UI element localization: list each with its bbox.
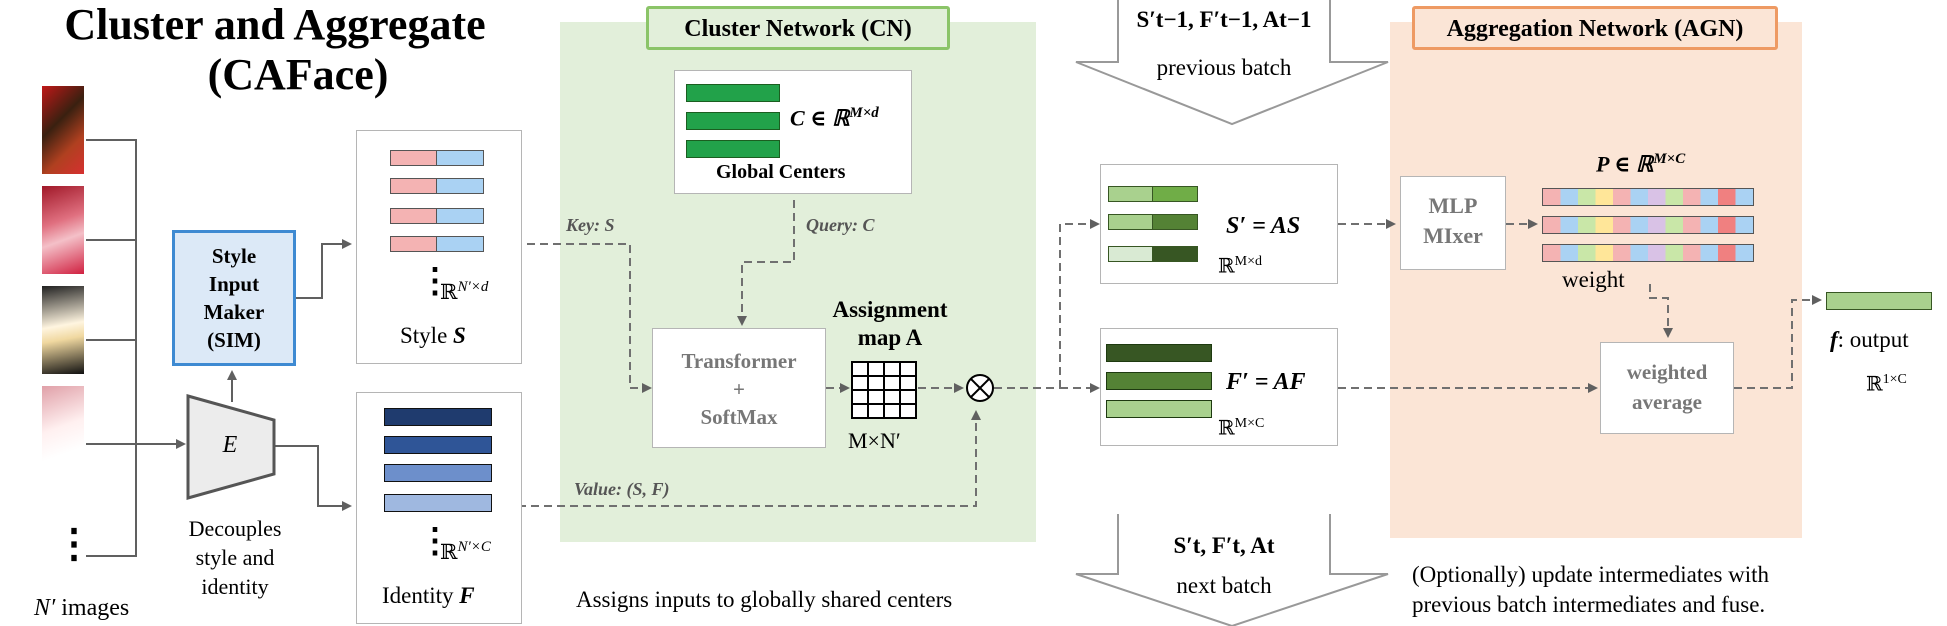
next-batch-vars: S′t, F′t, At (1173, 533, 1275, 558)
style-vector-2 (390, 178, 486, 194)
s-prime-equation: S′ = AS (1226, 213, 1301, 239)
output-label: f: output (1830, 327, 1909, 352)
input-face-image-1 (42, 86, 84, 174)
encoder-caption-line3: identity (201, 574, 269, 599)
mlp-mixer-box: MLP MIxer (1400, 176, 1506, 270)
style-label: Style S (400, 323, 466, 348)
style-vector-4 (390, 236, 486, 252)
weight-row-1 (1542, 188, 1754, 206)
sim-line4: (SIM) (207, 328, 261, 352)
center-vector-3 (686, 140, 780, 158)
diagram-title: Cluster and Aggregate (CAFace) (0, 0, 550, 100)
wavg-line2: average (1632, 390, 1702, 414)
multiply-operator: ⊗ (0, 0, 1, 1)
centers-equation: C ∈ ℝM×d (790, 105, 879, 131)
assignment-dim: M×N′ (848, 428, 901, 453)
center-vector-1 (686, 84, 780, 102)
transformer-line3: SoftMax (700, 405, 778, 429)
style-vector-3 (390, 208, 486, 224)
s-prime-vector-2 (1108, 214, 1198, 230)
input-dots: ⋮ (54, 521, 94, 566)
f-prime-vector-3 (1106, 400, 1212, 418)
sim-line1: Style (211, 244, 257, 268)
weighted-average-box: weighted average (1600, 342, 1734, 434)
aggregation-network-title: Aggregation Network (AGN) (1412, 6, 1778, 50)
style-vector-1 (390, 150, 486, 166)
identity-vector-1 (384, 408, 492, 426)
diagram-title-line2: (CAFace) (207, 50, 389, 99)
aggregation-network-panel (1390, 22, 1802, 538)
weight-label: weight (1562, 267, 1625, 292)
output-dim: ℝ1×C (1866, 372, 1907, 396)
style-input-maker-box: Style Input Maker (SIM) (172, 230, 296, 366)
assignment-map-title: Assignment map A (820, 296, 960, 352)
mlp-line2: MIxer (1423, 223, 1483, 248)
transformer-softmax-box: Transformer + SoftMax (652, 328, 826, 448)
encoder-caption-line1: Decouples (188, 516, 282, 541)
identity-vector-2 (384, 436, 492, 454)
identity-vector-4 (384, 494, 492, 512)
identity-dots: ⋮ (418, 523, 452, 560)
mlp-line1: MLP (1428, 193, 1478, 218)
next-batch-label: next batch (1176, 573, 1272, 598)
encoder-symbol: E (222, 432, 238, 458)
s-prime-vector-1 (1108, 186, 1198, 202)
output-vector (1826, 292, 1932, 310)
sim-line2: Input (208, 272, 260, 296)
sim-line3: Maker (203, 300, 265, 324)
assignment-line2: map A (857, 325, 923, 350)
transformer-line1: Transformer (681, 349, 797, 373)
identity-dim: ℝN′×C (440, 539, 491, 564)
weight-row-2 (1542, 216, 1754, 234)
input-face-image-4 (42, 386, 84, 466)
center-vector-2 (686, 112, 780, 130)
transformer-line2: + (733, 377, 745, 401)
agn-caption-line1: (Optionally) update intermediates with (1412, 562, 1770, 587)
assignment-line1: Assignment (832, 297, 948, 322)
s-prime-dim: ℝM×d (1218, 254, 1262, 278)
query-label: Query: C (806, 215, 875, 235)
p-equation: P ∈ ℝM×C (1596, 151, 1686, 177)
input-face-image-3 (42, 286, 84, 374)
input-face-image-2 (42, 186, 84, 274)
s-prime-vector-3 (1108, 246, 1198, 262)
value-label: Value: (S, F) (574, 479, 670, 499)
f-prime-equation: F′ = AF (1226, 369, 1306, 395)
identity-vector-3 (384, 464, 492, 482)
f-prime-vector-1 (1106, 344, 1212, 362)
previous-batch-label: previous batch (1156, 55, 1292, 80)
style-dim: ℝN′×d (440, 279, 489, 304)
encoder-caption: Decouples style and identity (168, 514, 302, 601)
key-label: Key: S (566, 215, 615, 235)
inputs-label: N′ images (34, 595, 130, 621)
diagram-title-line1: Cluster and Aggregate (64, 0, 486, 49)
cluster-network-title: Cluster Network (CN) (646, 6, 950, 50)
cluster-network-caption: Assigns inputs to globally shared center… (576, 587, 953, 612)
previous-batch-vars: S′t−1, F′t−1, At−1 (1136, 7, 1312, 32)
centers-label: Global Centers (716, 161, 846, 183)
f-prime-dim: ℝM×C (1218, 416, 1265, 440)
aggregation-network-caption: (Optionally) update intermediates with p… (1412, 560, 1769, 620)
weight-row-3 (1542, 244, 1754, 262)
wavg-line1: weighted (1626, 360, 1708, 384)
f-prime-vector-2 (1106, 372, 1212, 390)
style-dots: ⋮ (418, 263, 452, 300)
agn-caption-line2: previous batch intermediates and fuse. (1412, 592, 1766, 617)
encoder-caption-line2: style and (195, 545, 275, 570)
identity-label: Identity F (382, 583, 475, 608)
